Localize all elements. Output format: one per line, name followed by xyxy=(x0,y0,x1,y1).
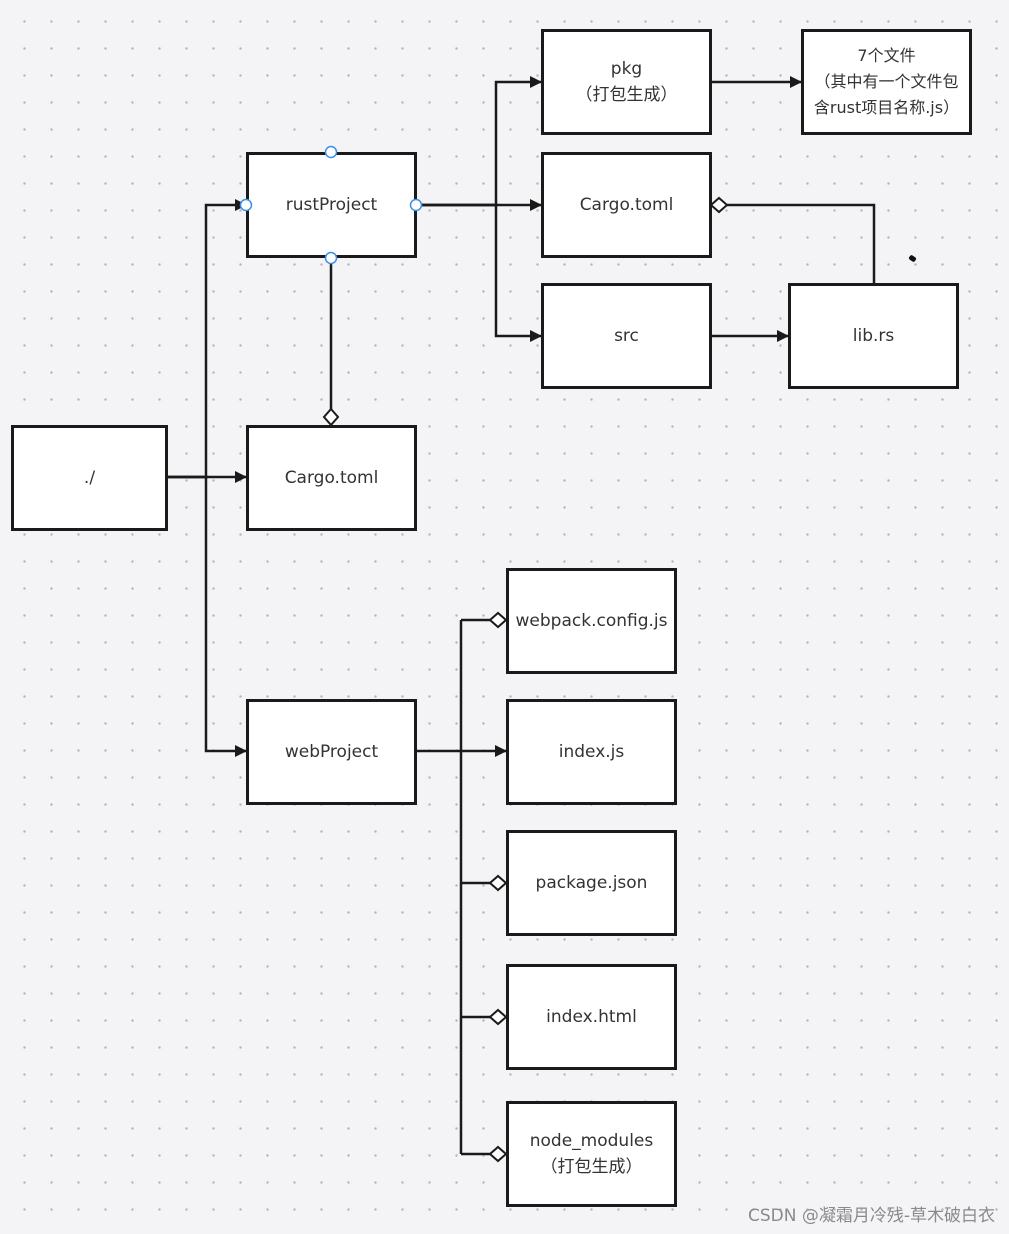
aggregation-diamond-rust-cargo-toml xyxy=(709,196,729,214)
connector-root-to-web-project xyxy=(167,475,247,757)
node-web-project-label: webProject xyxy=(284,742,379,762)
node-index-html-label: index.html xyxy=(546,1007,637,1027)
node-root-label: ./ xyxy=(83,468,96,488)
node-rust-project-label: rustProject xyxy=(285,195,378,215)
selection-handle-left[interactable] xyxy=(239,198,253,212)
node-webpack-config-label: webpack.config.js xyxy=(515,611,668,631)
connector-rust-project-to-src xyxy=(416,203,542,342)
node-package-json[interactable]: package.json xyxy=(506,830,677,936)
node-node-modules-line1: node_modules xyxy=(529,1131,654,1151)
node-rust-cargo-toml-label: Cargo.toml xyxy=(579,195,674,215)
node-web-project[interactable]: webProject xyxy=(246,699,417,805)
selection-handle-right[interactable] xyxy=(409,198,423,212)
node-pkg-note-line3: 含rust项目名称.js） xyxy=(813,98,960,117)
node-pkg-line1: pkg xyxy=(610,59,643,79)
node-node-modules[interactable]: node_modules （打包生成） xyxy=(506,1101,677,1207)
node-index-html[interactable]: index.html xyxy=(506,964,677,1070)
connector-lib-rs-to-rust-cargo-toml xyxy=(727,203,876,284)
node-src-label: src xyxy=(614,326,639,346)
node-pkg-line2: （打包生成） xyxy=(575,85,678,105)
selection-handle-bottom[interactable] xyxy=(324,251,338,265)
node-root[interactable]: ./ xyxy=(11,425,168,531)
node-root-cargo-toml-label: Cargo.toml xyxy=(284,468,379,488)
node-pkg-note-line1: 7个文件 xyxy=(857,46,916,65)
node-index-js-label: index.js xyxy=(558,742,625,762)
node-pkg[interactable]: pkg （打包生成） xyxy=(541,29,712,135)
node-root-cargo-toml[interactable]: Cargo.toml xyxy=(246,425,417,531)
node-pkg-note[interactable]: 7个文件 （其中有一个文件包 含rust项目名称.js） xyxy=(801,29,972,135)
node-package-json-label: package.json xyxy=(535,873,648,893)
node-rust-cargo-toml[interactable]: Cargo.toml xyxy=(541,152,712,258)
node-node-modules-line2: （打包生成） xyxy=(540,1157,643,1177)
node-webpack-config[interactable]: webpack.config.js xyxy=(506,568,677,674)
node-lib-rs[interactable]: lib.rs xyxy=(788,283,959,389)
node-src[interactable]: src xyxy=(541,283,712,389)
node-pkg-note-line2: （其中有一个文件包 xyxy=(814,72,959,91)
selection-handle-top[interactable] xyxy=(324,145,338,159)
node-index-js[interactable]: index.js xyxy=(506,699,677,805)
watermark-text: CSDN @凝霜月冷残-草木破白衣 xyxy=(747,1206,995,1226)
node-lib-rs-label: lib.rs xyxy=(852,326,895,346)
